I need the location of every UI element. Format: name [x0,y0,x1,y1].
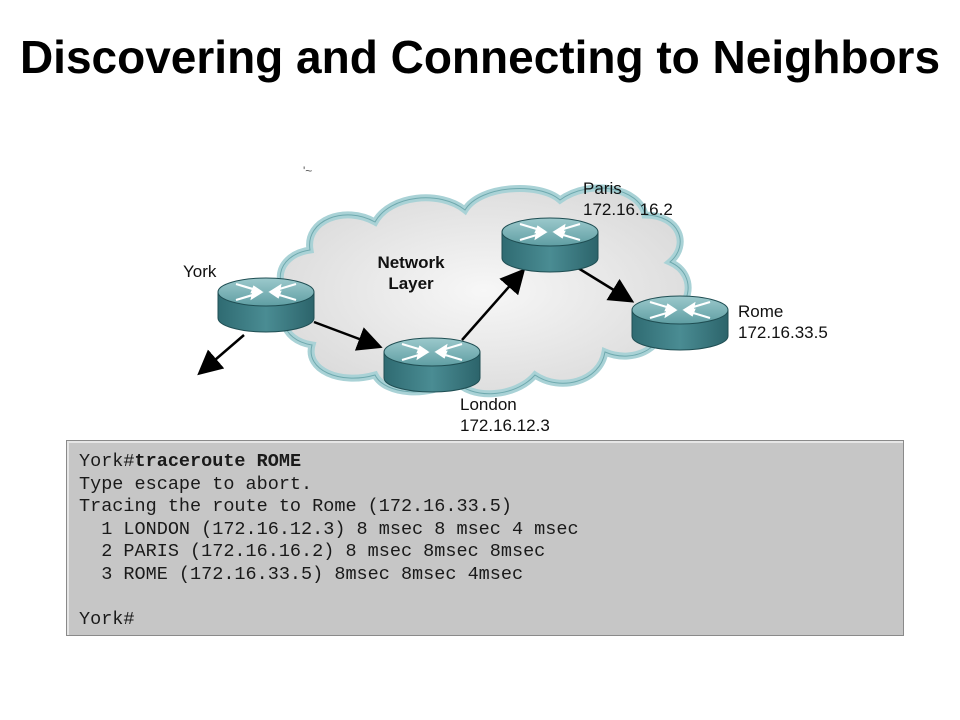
label-york: York [183,262,217,281]
label-rome: Rome [738,302,783,321]
router-york-icon[interactable] [216,276,316,334]
arrow-london-paris [461,268,526,341]
terminal-line: York# [79,608,135,630]
arrow-york-london [313,320,383,351]
terminal-prompt: York# [79,451,135,472]
terminal-line: 1 LONDON (172.16.12.3) 8 msec 8 msec 4 m… [79,518,579,540]
terminal-line: Tracing the route to Rome (172.16.33.5) [79,496,512,517]
terminal-output: York#traceroute ROME Type escape to abor… [66,440,904,636]
label-rome-ip: 172.16.33.5 [738,323,828,342]
label-paris: Paris [583,179,622,198]
arrow-york-out [197,334,245,376]
router-london-icon[interactable] [382,336,482,394]
label-london-ip: 172.16.12.3 [460,416,550,435]
router-paris-icon[interactable] [500,216,600,274]
arrow-paris-rome [577,266,635,303]
router-rome-icon[interactable] [630,294,730,352]
terminal-line: 3 ROME (172.16.33.5) 8msec 8msec 4msec [79,563,524,585]
label-paris-ip: 172.16.16.2 [583,200,673,219]
route-arrows [197,266,635,376]
stray-mark: '~ [303,164,312,178]
terminal-command: traceroute ROME [134,451,302,472]
cloud-label-line2: Layer [388,274,434,293]
network-diagram: Network Layer '~ York Paris 172.16.16.2 … [183,164,828,435]
slide-title: Discovering and Connecting to Neighbors [19,31,941,83]
cloud-label-line1: Network [377,253,445,272]
terminal-line: Type escape to abort. [79,473,313,495]
terminal-line: 2 PARIS (172.16.16.2) 8 msec 8msec 8msec [79,541,546,562]
label-london: London [460,395,517,414]
